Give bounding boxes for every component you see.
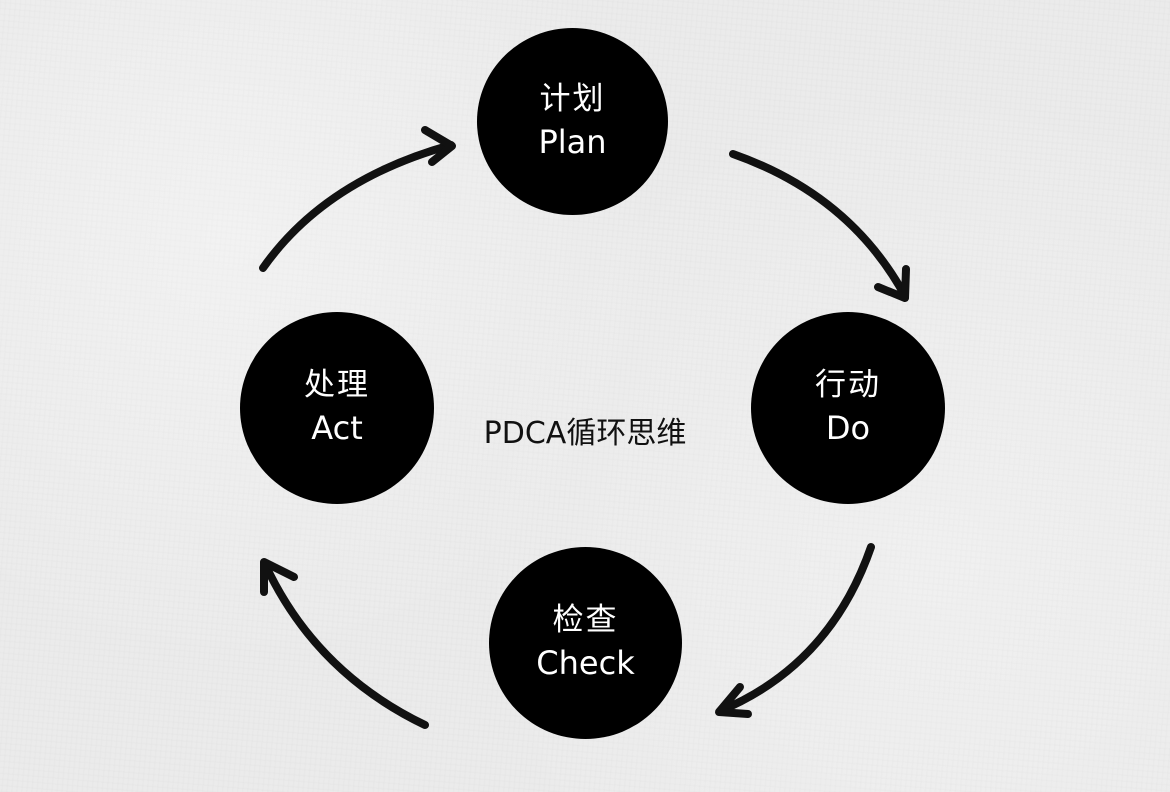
node-do-zh-label: 行动 xyxy=(815,367,881,404)
node-act: 处理 Act xyxy=(240,312,434,504)
node-check-zh-label: 检查 xyxy=(552,602,619,639)
node-plan-zh-label: 计划 xyxy=(539,80,606,117)
node-do-en-label: Do xyxy=(825,409,871,448)
node-check: 检查 Check xyxy=(489,547,682,739)
arrow-act-to-plan xyxy=(259,141,455,272)
node-do: 行动 Do xyxy=(751,312,945,504)
arrow-act-to-plan-head xyxy=(421,126,456,166)
arrow-check-to-act xyxy=(261,560,429,729)
diagram-title: PDCA循环思维 xyxy=(483,416,687,451)
arrow-do-to-check xyxy=(716,543,875,715)
arrow-plan-to-do xyxy=(729,150,909,300)
arrow-check-to-act-head xyxy=(260,558,298,596)
arrow-plan-to-do-head xyxy=(874,265,910,302)
node-act-zh-label: 处理 xyxy=(304,367,370,404)
node-check-en-label: Check xyxy=(536,644,635,683)
arrow-do-to-check-head xyxy=(715,683,752,718)
node-plan-en-label: Plan xyxy=(538,122,607,161)
node-plan: 计划 Plan xyxy=(477,28,668,215)
node-act-en-label: Act xyxy=(311,409,363,448)
